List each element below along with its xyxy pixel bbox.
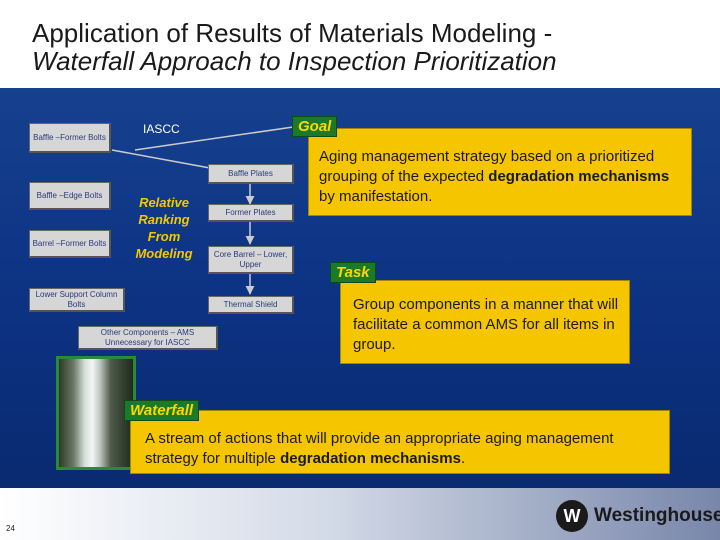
component-baffle-former-bolts: Baffle –Former Bolts: [29, 123, 111, 153]
goal-text: Aging management strategy based on a pri…: [319, 148, 670, 205]
connector-bolts-to-baffle-plates: [111, 149, 211, 169]
task-tag: Task: [330, 262, 376, 283]
westinghouse-logo: W Westinghouse: [556, 500, 720, 534]
task-text: Group components in a manner that will f…: [353, 296, 619, 353]
component-other-components: Other Components – AMS Unnecessary for I…: [78, 326, 218, 350]
westinghouse-logo-icon: W: [556, 500, 588, 532]
footer: 24 W Westinghouse: [0, 488, 720, 540]
page-number: 24: [6, 524, 15, 533]
component-thermal-shield: Thermal Shield: [208, 296, 294, 314]
component-lower-support-column-bolts: Lower Support Column Bolts: [29, 288, 125, 312]
component-baffle-plates: Baffle Plates: [208, 164, 294, 184]
goal-tag: Goal: [292, 116, 338, 137]
relative-ranking-label: Relative Ranking From Modeling: [135, 195, 193, 261]
component-former-plates: Former Plates: [208, 204, 294, 222]
waterfall-text: A stream of actions that will provide an…: [145, 430, 614, 467]
task-box: Group components in a manner that will f…: [340, 280, 630, 364]
waterfall-box: A stream of actions that will provide an…: [130, 410, 670, 474]
connector-iascc-to-goal: [134, 125, 301, 151]
goal-box: Aging management strategy based on a pri…: [308, 128, 692, 216]
slide-title-line2: Waterfall Approach to Inspection Priorit…: [32, 46, 557, 76]
component-core-barrel: Core Barrel – Lower, Upper: [208, 246, 294, 274]
component-baffle-edge-bolts: Baffle –Edge Bolts: [29, 182, 111, 210]
slide-title-line1: Application of Results of Materials Mode…: [32, 18, 553, 48]
waterfall-tag: Waterfall: [124, 400, 200, 421]
title-area: Application of Results of Materials Mode…: [0, 0, 720, 88]
westinghouse-logo-text: Westinghouse: [594, 505, 720, 526]
component-barrel-former-bolts: Barrel –Former Bolts: [29, 230, 111, 258]
iascc-label: IASCC: [143, 122, 180, 136]
